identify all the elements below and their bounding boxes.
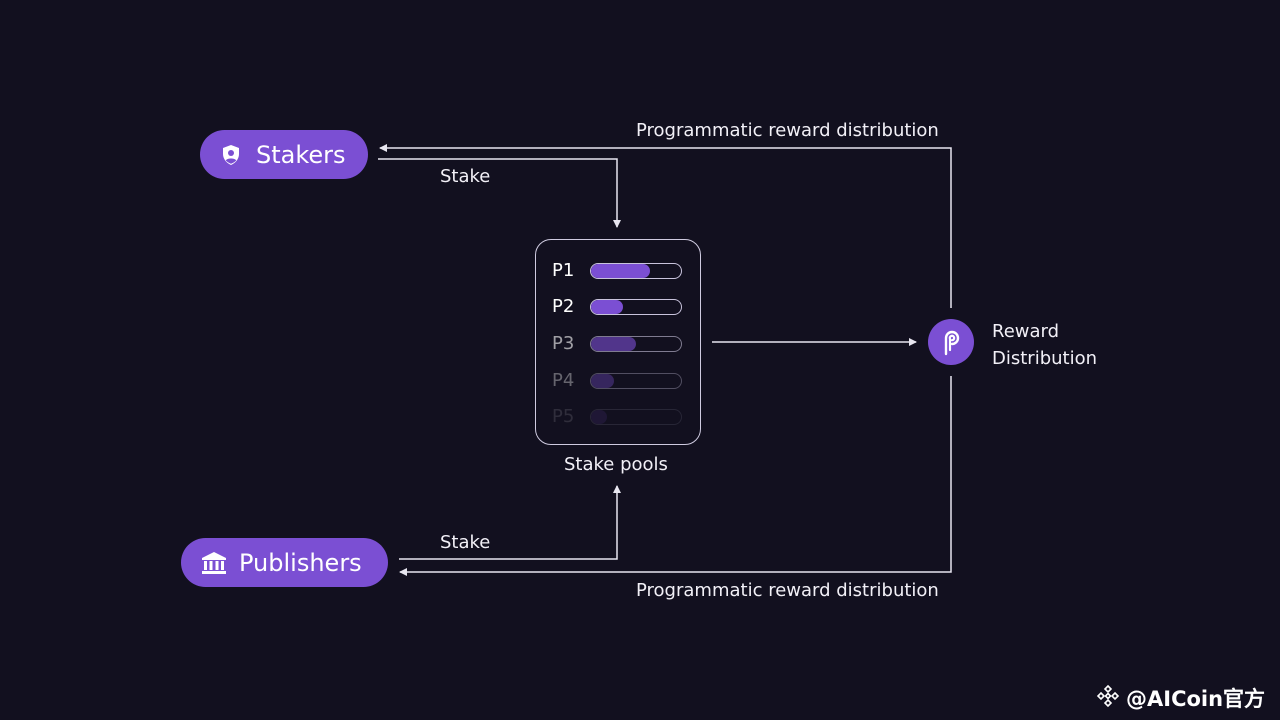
stakers-stake-label: Stake [440, 166, 491, 187]
watermark: @AICoin官方 [1096, 683, 1265, 713]
bottom-reward-label: Programmatic reward distribution [636, 580, 939, 601]
pool-bar [590, 298, 682, 315]
pool-row-p2: P2 [552, 296, 682, 317]
stakers-label: Stakers [256, 140, 346, 169]
arrow-publishers-to-pools [399, 485, 621, 560]
stake-pools-box: P1 P2 P3 P4 P5 [535, 239, 701, 445]
bank-icon [201, 550, 227, 576]
pool-label: P2 [552, 296, 575, 317]
pool-fill [591, 373, 614, 388]
publishers-stake-label: Stake [440, 532, 491, 553]
pool-label: P4 [552, 370, 575, 391]
arrow-reward-to-publishers [399, 376, 952, 576]
reward-distribution-label: Reward Distribution [992, 318, 1097, 372]
pool-fill [591, 409, 608, 424]
binance-diamond-icon [1096, 684, 1120, 713]
stakers-node: Stakers [200, 130, 368, 179]
top-reward-label: Programmatic reward distribution [636, 120, 939, 141]
pool-row-p1: P1 [552, 260, 682, 281]
pool-bar [590, 262, 682, 279]
arrow-stakers-to-pools [378, 158, 621, 228]
pool-row-p4: P4 [552, 370, 682, 391]
pool-fill [591, 336, 636, 351]
pool-label: P5 [552, 406, 575, 427]
pool-label: P3 [552, 333, 575, 354]
pool-bar [590, 335, 682, 352]
pool-label: P1 [552, 260, 575, 281]
publishers-node: Publishers [181, 538, 388, 587]
reward-label-line2: Distribution [992, 348, 1098, 369]
shield-user-icon [218, 142, 244, 168]
pyth-logo-icon [928, 319, 974, 365]
reward-label-line1: Reward [992, 321, 1060, 342]
pool-bar [590, 408, 682, 425]
pool-row-p3: P3 [552, 333, 682, 354]
pool-bar [590, 372, 682, 389]
pool-fill [591, 299, 623, 314]
arrow-reward-to-stakers [379, 144, 952, 308]
pool-fill [591, 263, 650, 278]
watermark-text: @AICoin官方 [1126, 687, 1266, 711]
stake-pools-caption: Stake pools [564, 454, 668, 475]
pool-row-p5: P5 [552, 406, 682, 427]
publishers-label: Publishers [239, 548, 362, 577]
